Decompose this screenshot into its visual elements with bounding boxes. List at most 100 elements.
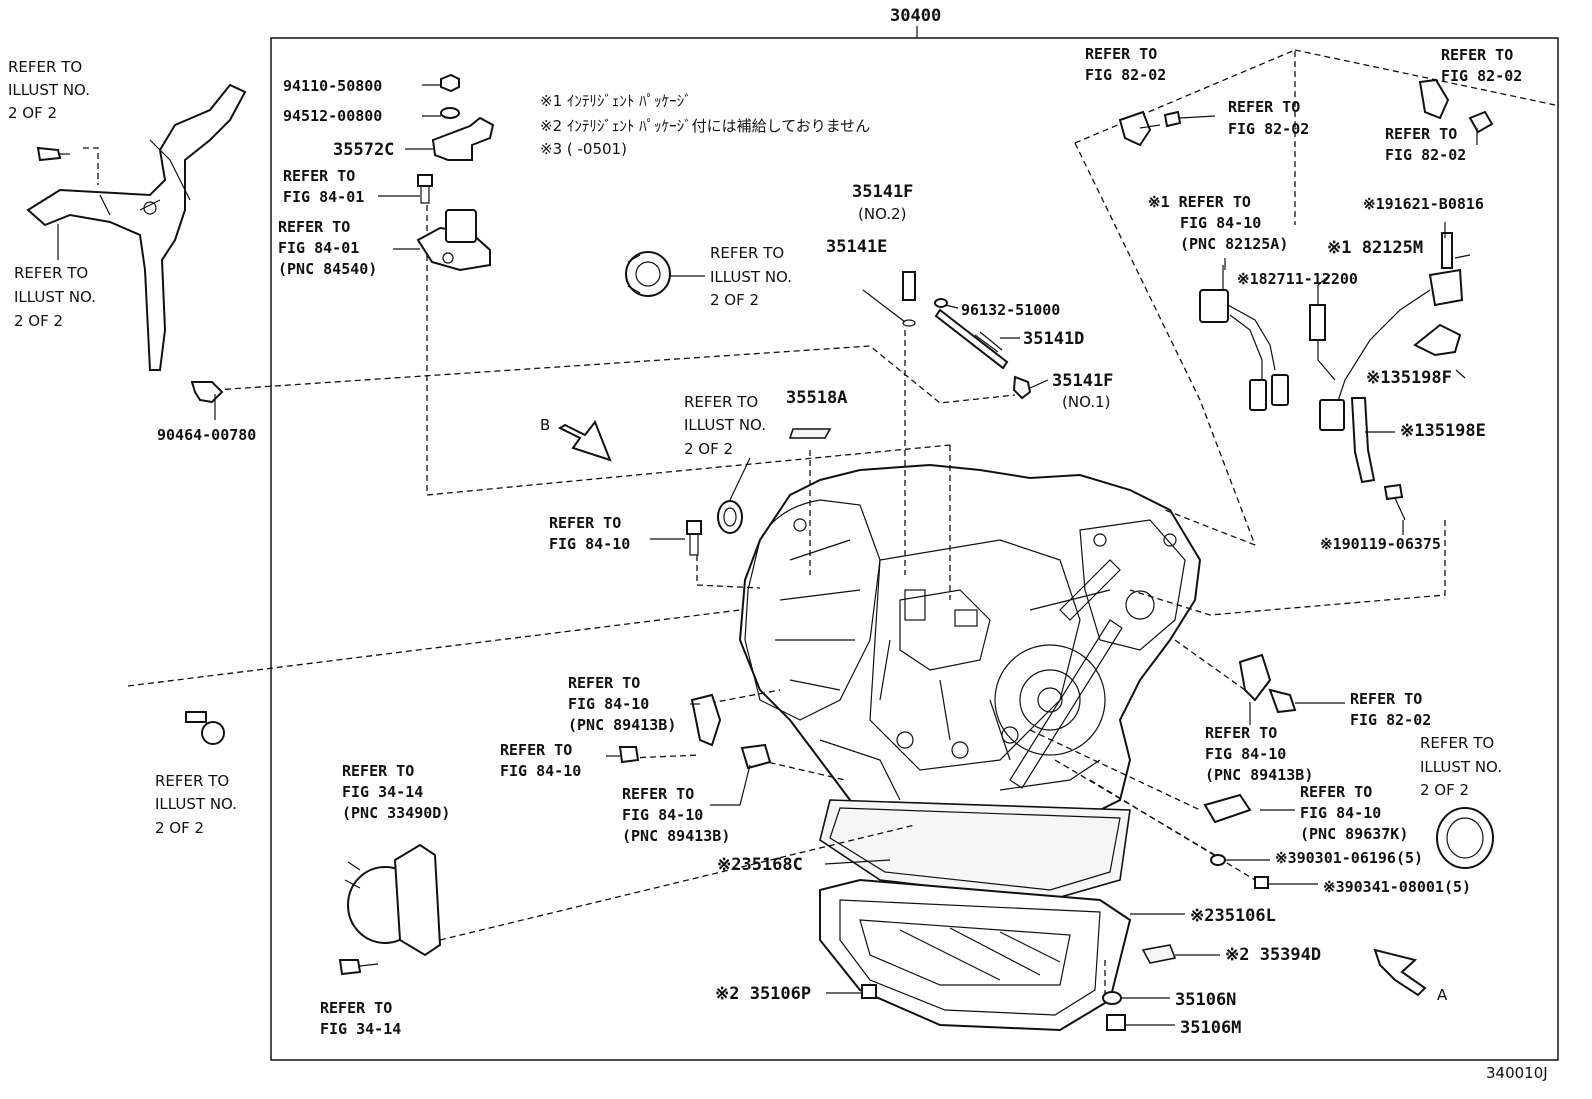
svg-text:FIG 84-10: FIG 84-10 (1205, 745, 1286, 763)
svg-text:(PNC 89413B): (PNC 89413B) (622, 827, 730, 845)
part-390341-08001[interactable]: ※390341-08001(5) (1323, 878, 1471, 896)
svg-text:REFER TO: REFER TO (320, 999, 392, 1017)
part-35141D[interactable]: 35141D (1023, 329, 1084, 349)
svg-text:ILLUST NO.: ILLUST NO. (1420, 758, 1502, 776)
ref-illust-left-bracket[interactable]: REFER TO ILLUST NO. 2 OF 2 (14, 264, 96, 330)
svg-text:REFER TO: REFER TO (1205, 724, 1277, 742)
svg-text:FIG 84-10: FIG 84-10 (622, 806, 703, 824)
ref-fig-84-10-89413B-right[interactable]: REFER TO FIG 84-10 (PNC 89413B) (1205, 724, 1313, 784)
part-135198F[interactable]: ※135198F (1366, 368, 1452, 388)
view-label-b: B (540, 416, 550, 434)
svg-text:REFER TO: REFER TO (1441, 46, 1513, 64)
ref-fig-84-10-89637K[interactable]: REFER TO FIG 84-10 (PNC 89637K) (1300, 783, 1408, 843)
part-390301-06196[interactable]: ※390301-06196(5) (1275, 849, 1423, 867)
svg-text:REFER TO: REFER TO (278, 218, 350, 236)
svg-text:ILLUST NO.: ILLUST NO. (684, 416, 766, 434)
svg-text:REFER TO: REFER TO (155, 772, 229, 790)
svg-text:FIG 34-14: FIG 34-14 (342, 783, 423, 801)
ref-fig-84-10-89413B-left-bottom[interactable]: REFER TO FIG 84-10 (PNC 89413B) (622, 785, 730, 845)
ref-fig-82-02-bolt-right[interactable]: REFER TO FIG 82-02 (1350, 690, 1431, 729)
ref-fig-82-02-mid[interactable]: REFER TO FIG 82-02 (1228, 98, 1309, 138)
ref-fig-84-10-89413B-left-top[interactable]: REFER TO FIG 84-10 (PNC 89413B) (568, 674, 676, 734)
ref-fig-84-10-bolt[interactable]: REFER TO FIG 84-10 (549, 514, 630, 553)
part-94110-50800[interactable]: 94110-50800 (283, 77, 382, 95)
ref-fig-82-02-top-right[interactable]: REFER TO FIG 82-02 (1441, 46, 1522, 85)
view-label-a: A (1437, 986, 1448, 1004)
ref-fig-84-10-left-bolt[interactable]: REFER TO FIG 84-10 (500, 741, 581, 780)
part-235394D[interactable]: ※2 35394D (1225, 945, 1321, 965)
ref-illust-top-left[interactable]: REFER TO ILLUST NO. 2 OF 2 (8, 58, 90, 122)
ref-fig-82-02-top[interactable]: REFER TO FIG 82-02 (1085, 45, 1166, 84)
figure-code: 340010J (1486, 1064, 1548, 1082)
svg-text:FIG 82-02: FIG 82-02 (1350, 711, 1431, 729)
part-35518A[interactable]: 35518A (786, 388, 847, 408)
ref-fig-84-01-bolt[interactable]: REFER TO FIG 84-01 (283, 167, 364, 206)
part-235106P[interactable]: ※2 35106P (715, 984, 811, 1004)
part-96132-51000[interactable]: 96132-51000 (961, 301, 1060, 319)
part-35141F-no2[interactable]: 35141F (852, 182, 913, 202)
part-135198E[interactable]: ※135198E (1400, 421, 1486, 441)
ref-fig-84-10-82125A[interactable]: ※1 REFER TO FIG 84-10 (PNC 82125A) (1148, 193, 1288, 253)
ref-illust-left-bolt[interactable]: REFER TO ILLUST NO. 2 OF 2 (155, 772, 237, 837)
svg-text:REFER TO: REFER TO (1300, 783, 1372, 801)
svg-text:2 OF 2: 2 OF 2 (710, 291, 759, 309)
part-no1: (NO.1) (1062, 393, 1110, 411)
ref-fig-34-14-bolt[interactable]: REFER TO FIG 34-14 (320, 999, 401, 1038)
part-35141E[interactable]: 35141E (826, 237, 887, 257)
part-35106N[interactable]: 35106N (1175, 990, 1236, 1010)
svg-text:FIG 84-01: FIG 84-01 (278, 239, 359, 257)
part-191621-B0816[interactable]: ※191621-B0816 (1363, 195, 1484, 213)
part-235106L[interactable]: ※235106L (1190, 906, 1276, 926)
svg-text:FIG 82-02: FIG 82-02 (1441, 67, 1522, 85)
svg-text:REFER TO: REFER TO (8, 58, 82, 76)
svg-text:REFER TO: REFER TO (1385, 125, 1457, 143)
part-94512-00800[interactable]: 94512-00800 (283, 107, 382, 125)
ref-fig-82-02-right[interactable]: REFER TO FIG 82-02 (1385, 125, 1466, 164)
transaxle-assembly-drawing (738, 463, 1202, 1032)
ref-illust-right-seal[interactable]: REFER TO ILLUST NO. 2 OF 2 (1420, 734, 1502, 799)
part-35572C[interactable]: 35572C (333, 140, 394, 160)
svg-text:FIG 84-10: FIG 84-10 (568, 695, 649, 713)
ref-fig-34-14-cooler[interactable]: REFER TO FIG 34-14 (PNC 33490D) (342, 762, 450, 822)
svg-text:FIG 84-10: FIG 84-10 (1180, 214, 1261, 232)
svg-text:REFER TO: REFER TO (1085, 45, 1157, 63)
assembly-number[interactable]: 30400 (890, 6, 941, 26)
part-labels: 94110-50800 94512-00800 35572C 90464-007… (157, 77, 1548, 1082)
part-no2: (NO.2) (858, 205, 906, 223)
part-182125M[interactable]: ※1 82125M (1327, 238, 1423, 258)
note-1: ※1 ｲﾝﾃﾘｼﾞｪﾝﾄ ﾊﾟｯｹｰｼﾞ (540, 92, 692, 110)
part-235168C[interactable]: ※235168C (717, 855, 803, 875)
notes-block: ※1 ｲﾝﾃﾘｼﾞｪﾝﾄ ﾊﾟｯｹｰｼﾞ ※2 ｲﾝﾃﾘｼﾞｪﾝﾄ ﾊﾟｯｹｰｼ… (540, 92, 870, 158)
svg-text:FIG 84-10: FIG 84-10 (1300, 804, 1381, 822)
part-35106M[interactable]: 35106M (1180, 1018, 1241, 1038)
svg-text:FIG 82-02: FIG 82-02 (1228, 120, 1309, 138)
svg-text:(PNC 89637K): (PNC 89637K) (1300, 825, 1408, 843)
part-35141F-no1[interactable]: 35141F (1052, 371, 1113, 391)
ref-illust-seal-center[interactable]: REFER TO ILLUST NO. 2 OF 2 (684, 393, 766, 458)
svg-text:REFER TO: REFER TO (1350, 690, 1422, 708)
svg-text:REFER TO: REFER TO (622, 785, 694, 803)
ref-fig-84-01-solenoid[interactable]: REFER TO FIG 84-01 (PNC 84540) (278, 218, 377, 278)
note-3: ※3 ( -0501) (540, 140, 627, 158)
svg-text:REFER TO: REFER TO (568, 674, 640, 692)
part-182711-12200[interactable]: ※182711-12200 (1237, 270, 1358, 288)
svg-text:ILLUST NO.: ILLUST NO. (14, 288, 96, 306)
svg-text:ILLUST NO.: ILLUST NO. (8, 81, 90, 99)
svg-text:REFER TO: REFER TO (710, 244, 784, 262)
svg-text:REFER TO: REFER TO (14, 264, 88, 282)
svg-text:FIG 84-10: FIG 84-10 (549, 535, 630, 553)
svg-text:ILLUST NO.: ILLUST NO. (710, 268, 792, 286)
svg-text:※1 REFER TO: ※1 REFER TO (1148, 193, 1251, 211)
part-190119-06375[interactable]: ※190119-06375 (1320, 535, 1441, 553)
svg-text:2 OF 2: 2 OF 2 (684, 440, 733, 458)
assembly-frame (270, 37, 1559, 1061)
ref-illust-bearing[interactable]: REFER TO ILLUST NO. 2 OF 2 (710, 244, 792, 309)
part-90464-00780[interactable]: 90464-00780 (157, 426, 256, 444)
svg-text:2 OF 2: 2 OF 2 (155, 819, 204, 837)
svg-text:FIG 84-10: FIG 84-10 (500, 762, 581, 780)
svg-text:(PNC 84540): (PNC 84540) (278, 260, 377, 278)
svg-text:REFER TO: REFER TO (500, 741, 572, 759)
svg-text:(PNC 33490D): (PNC 33490D) (342, 804, 450, 822)
svg-text:2 OF 2: 2 OF 2 (8, 104, 57, 122)
